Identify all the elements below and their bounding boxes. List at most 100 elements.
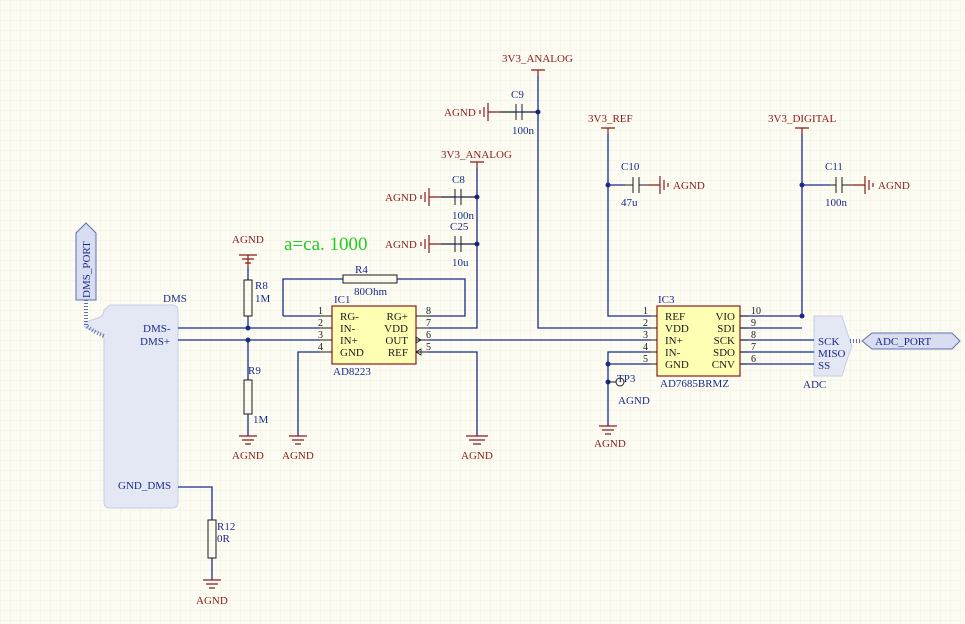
ic3-pin-name: CNV bbox=[712, 359, 735, 371]
ic1-pin-name: IN+ bbox=[340, 335, 358, 347]
tp3-net: AGND bbox=[618, 395, 650, 407]
c9-value: 100n bbox=[512, 125, 535, 137]
gnd-dms-label: GND_DMS bbox=[118, 480, 171, 492]
r4-ref: R4 bbox=[355, 264, 368, 276]
r4-value: 80Ohm bbox=[354, 286, 387, 298]
resistor-r8[interactable]: R8 1M bbox=[243, 279, 271, 317]
ic3-pin-num: 9 bbox=[751, 318, 756, 329]
ic3-pin-name: SDO bbox=[713, 347, 735, 359]
ic1-pin-name: REF bbox=[388, 347, 408, 359]
ic1-pin-name: GND bbox=[340, 347, 364, 359]
agnd-r8: AGND bbox=[232, 234, 264, 268]
ic1-pin-num: 1 bbox=[318, 306, 323, 317]
ic1-pin-num: 3 bbox=[318, 330, 323, 341]
c11-value: 100n bbox=[825, 197, 848, 209]
ic3-pin-name: IN- bbox=[665, 347, 681, 359]
agnd-label: AGND bbox=[444, 107, 476, 119]
ic3-pin-num: 10 bbox=[751, 306, 761, 317]
ic1-pin-name: IN- bbox=[340, 323, 356, 335]
dms-harness-region[interactable] bbox=[83, 304, 179, 509]
ic1-pin-num: 6 bbox=[426, 330, 431, 341]
agnd-r9: AGND bbox=[232, 435, 264, 462]
capacitor-c11[interactable]: C11 100n bbox=[825, 161, 853, 209]
ic1-pin-num: 7 bbox=[426, 318, 431, 329]
ic1-pin-name: RG- bbox=[340, 311, 359, 323]
resistor-r4[interactable]: R4 80Ohm bbox=[342, 264, 398, 298]
ic3-pin-name: VIO bbox=[715, 311, 735, 323]
resistor-r9[interactable]: R9 1M bbox=[243, 365, 269, 426]
power-3v3-analog-top[interactable]: 3V3_ANALOG bbox=[502, 53, 573, 76]
agnd-label: AGND bbox=[385, 239, 417, 251]
test-point-tp3[interactable]: TP3 AGND bbox=[608, 373, 650, 407]
ic3-pin-num: 3 bbox=[643, 330, 648, 341]
ic3-pin-name: SDI bbox=[717, 323, 735, 335]
ic3-pin-name: GND bbox=[665, 359, 689, 371]
agnd-label: AGND bbox=[232, 234, 264, 246]
ic3-pin-num: 4 bbox=[643, 342, 648, 353]
power-label: 3V3_ANALOG bbox=[502, 53, 573, 65]
agnd-ic1-gnd: AGND bbox=[282, 435, 314, 462]
agnd-label: AGND bbox=[878, 180, 910, 192]
r8-ref: R8 bbox=[255, 280, 268, 292]
r8-value: 1M bbox=[255, 293, 271, 305]
adc-port[interactable]: ADC_PORT bbox=[861, 332, 961, 350]
ic1-ad8223[interactable]: IC1 AD8223 1 2 3 4 8 7 6 5 RG- IN- IN+ G… bbox=[318, 294, 431, 378]
dms-port-label: DMS_PORT bbox=[81, 241, 93, 298]
power-3v3-ref[interactable]: 3V3_REF bbox=[588, 113, 633, 134]
ic1-part: AD8223 bbox=[333, 366, 371, 378]
r12-value: 0R bbox=[217, 533, 231, 545]
resistor-r12[interactable]: R12 0R bbox=[207, 519, 235, 559]
c25-value: 10u bbox=[452, 257, 469, 269]
ic1-pin-num: 8 bbox=[426, 306, 431, 317]
ic3-pin-name: IN+ bbox=[665, 335, 683, 347]
capacitor-c10[interactable]: C10 47u bbox=[621, 161, 648, 209]
power-3v3-analog-mid[interactable]: 3V3_ANALOG bbox=[441, 149, 512, 168]
agnd-ic1-ref: AGND bbox=[461, 435, 493, 462]
r12-ref: R12 bbox=[217, 521, 235, 533]
ic3-pin-num: 6 bbox=[751, 354, 756, 365]
agnd-c11: AGND bbox=[853, 176, 910, 194]
wires bbox=[178, 76, 830, 580]
agnd-label: AGND bbox=[461, 450, 493, 462]
dms-plus-label: DMS+ bbox=[140, 336, 170, 348]
agnd-c9: AGND bbox=[444, 103, 500, 121]
adc-port-label: ADC_PORT bbox=[875, 336, 931, 348]
c25-ref: C25 bbox=[450, 221, 469, 233]
miso-label: MISO bbox=[818, 348, 846, 360]
ic3-ref: IC3 bbox=[658, 294, 675, 306]
ic3-pin-num: 1 bbox=[643, 306, 648, 317]
ic3-pin-name: SCK bbox=[714, 335, 735, 347]
agnd-ic3: AGND bbox=[594, 425, 626, 450]
ic1-pin-num: 4 bbox=[318, 342, 323, 353]
c10-ref: C10 bbox=[621, 161, 640, 173]
agnd-label: AGND bbox=[673, 180, 705, 192]
ic3-pin-num: 8 bbox=[751, 330, 756, 341]
ic1-pin-name: OUT bbox=[385, 335, 408, 347]
dms-port-shape bbox=[75, 222, 97, 301]
agnd-c25: AGND bbox=[385, 235, 441, 253]
ic1-pin-name: VDD bbox=[384, 323, 408, 335]
capacitor-c8[interactable]: C8 100n bbox=[441, 174, 477, 222]
ic3-pin-num: 2 bbox=[643, 318, 648, 329]
gain-annotation: a=ca. 1000 bbox=[284, 234, 368, 255]
capacitor-c9[interactable]: C9 100n bbox=[500, 89, 538, 137]
c10-value: 47u bbox=[621, 197, 638, 209]
agnd-label: AGND bbox=[232, 450, 264, 462]
ic1-pin-num: 5 bbox=[426, 342, 431, 353]
dms-port[interactable]: DMS_PORT bbox=[75, 222, 97, 301]
dms-minus-label: DMS- bbox=[143, 323, 171, 335]
ic3-pin-num: 7 bbox=[751, 342, 756, 353]
ic3-pin-num: 5 bbox=[643, 354, 648, 365]
r9-value: 1M bbox=[253, 414, 269, 426]
ic3-ad7685[interactable]: IC3 AD7685BRMZ 1 2 3 4 5 10 9 8 7 6 REF … bbox=[643, 294, 761, 390]
power-3v3-digital[interactable]: 3V3_DIGITAL bbox=[768, 113, 836, 134]
capacitor-c25[interactable]: C25 10u bbox=[441, 221, 477, 269]
adc-harness-region[interactable] bbox=[813, 315, 853, 377]
ic1-pin-name: RG+ bbox=[387, 311, 408, 323]
ss-label: SS bbox=[818, 360, 830, 372]
sck-label: SCK bbox=[818, 336, 839, 348]
c11-ref: C11 bbox=[825, 161, 843, 173]
agnd-label: AGND bbox=[385, 192, 417, 204]
